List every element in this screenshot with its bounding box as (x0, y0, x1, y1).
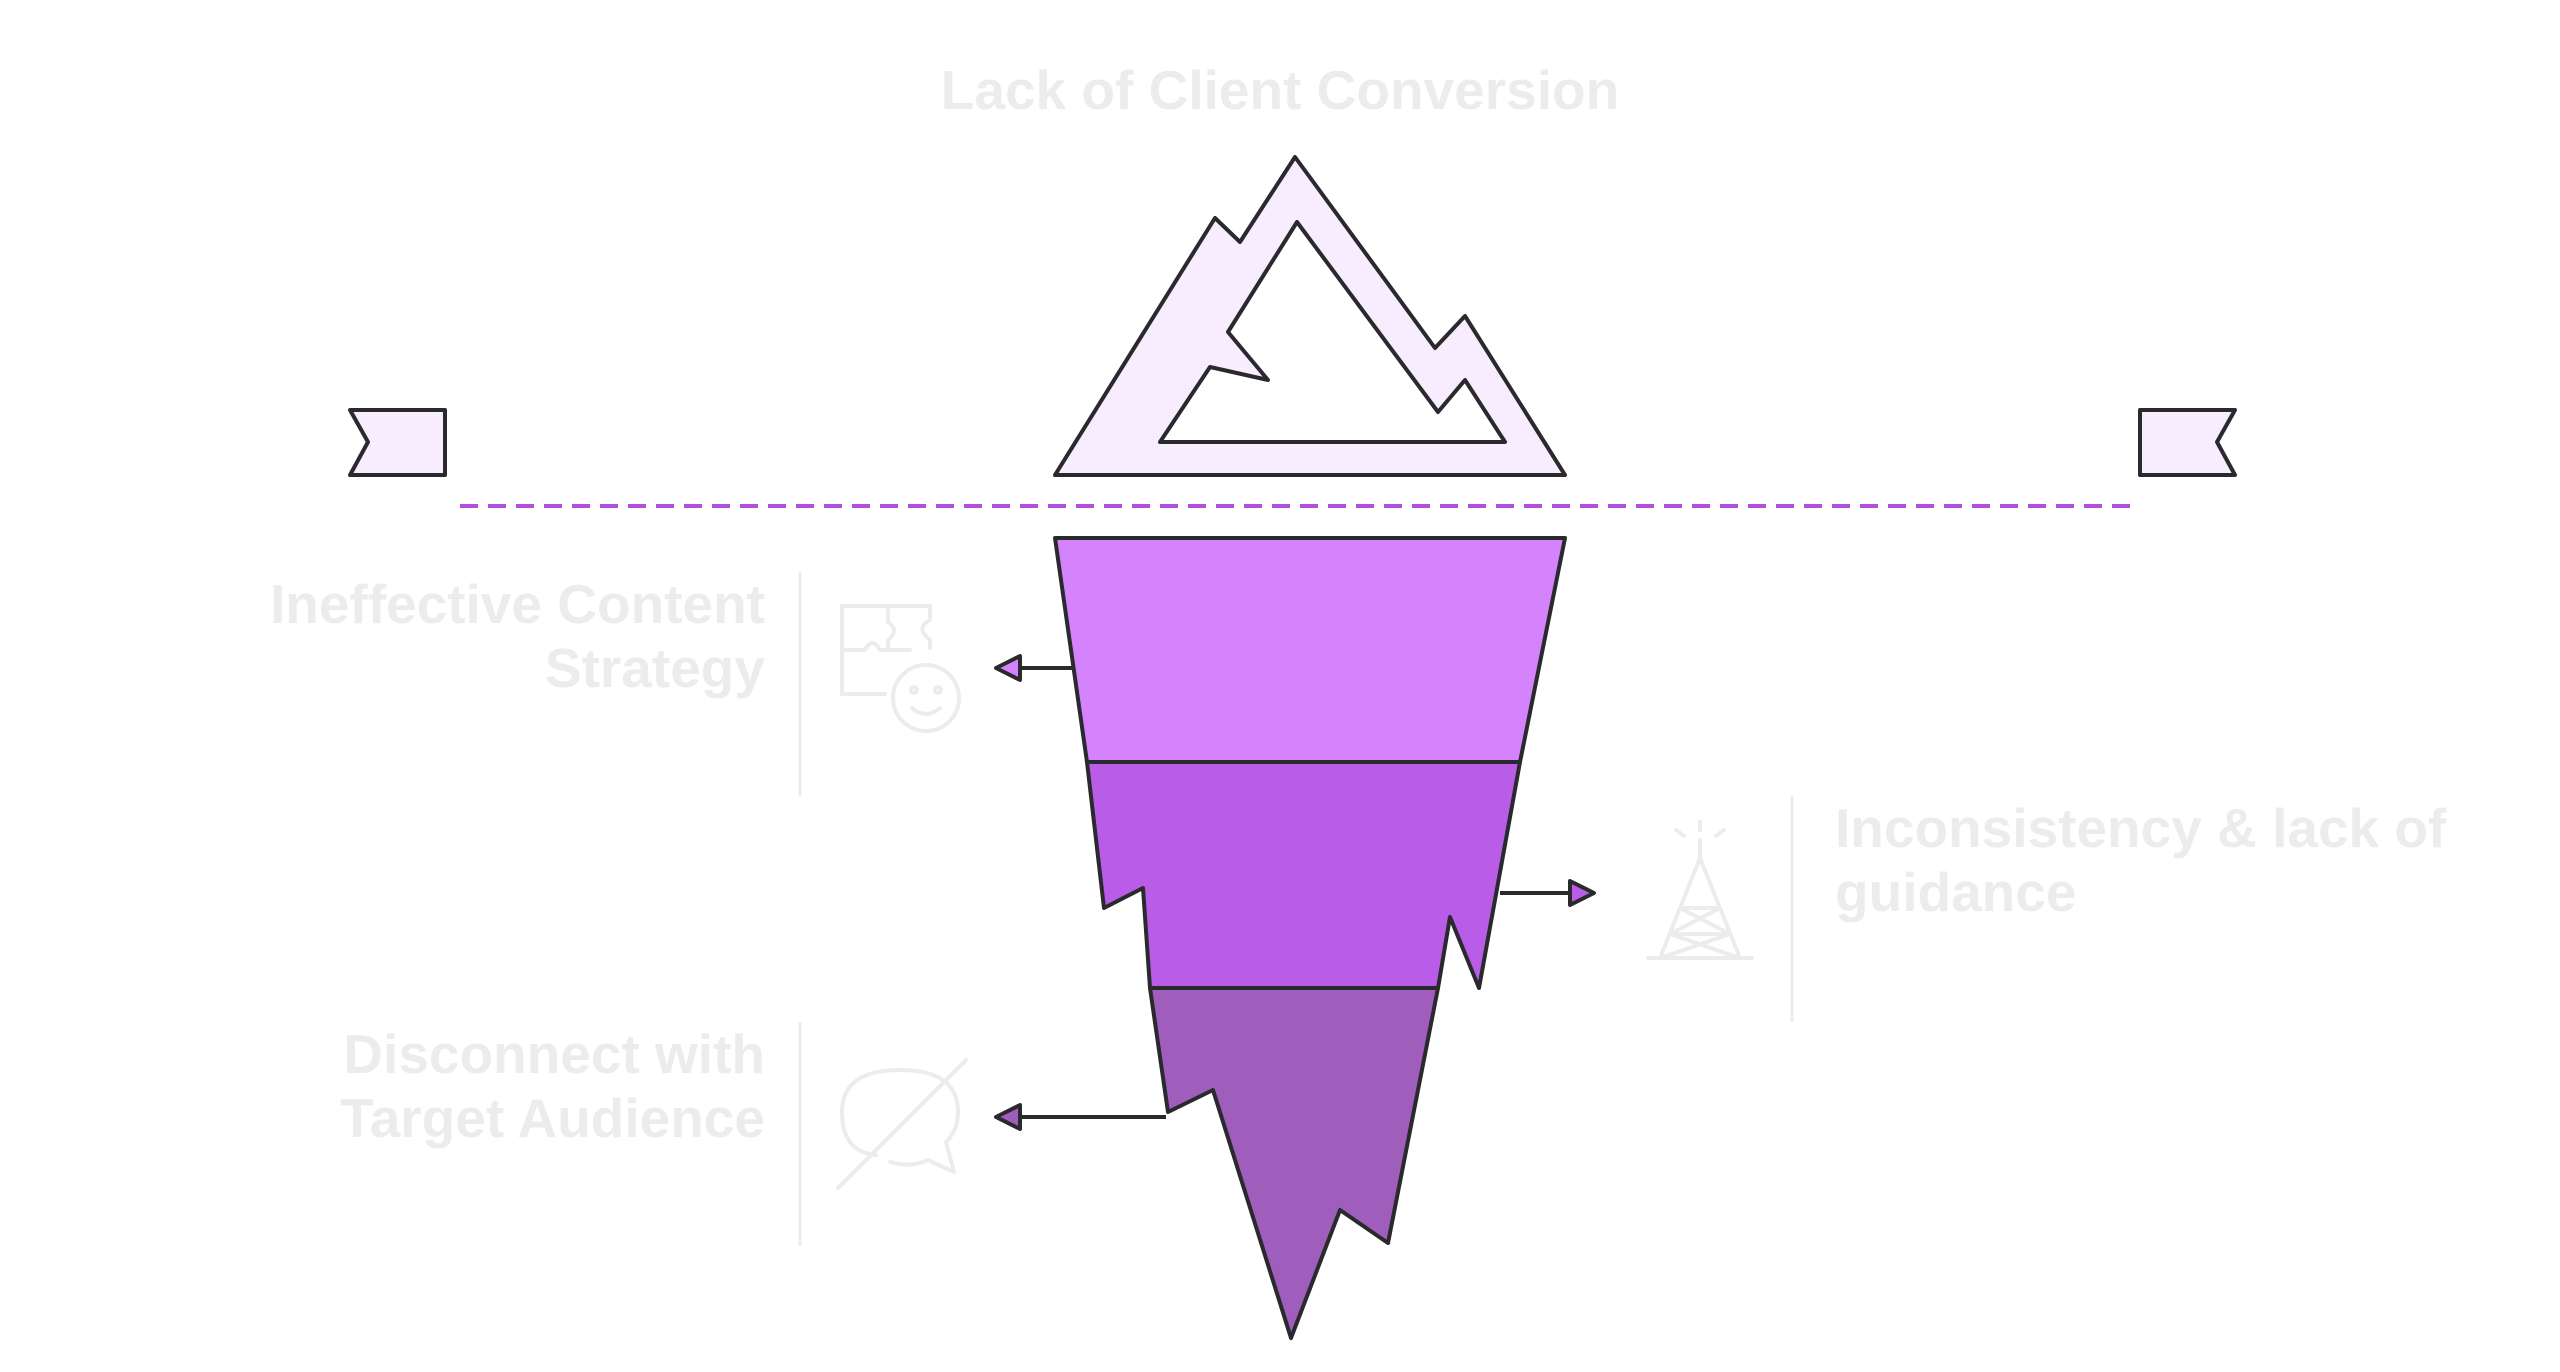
signal-tower-icon (1646, 820, 1754, 960)
layer-2-label: Inconsistency & lack of guidance (1835, 797, 2447, 923)
iceberg-layer-2 (1085, 760, 1522, 990)
left-waterline-flag (348, 408, 447, 477)
diagram-title: Lack of Client Conversion (940, 59, 1620, 121)
layer-3-label: Disconnect with Target Audience (340, 1023, 765, 1149)
puzzle-face-icon (840, 604, 961, 733)
right-waterline-flag (2138, 408, 2237, 477)
arrow-layer-1 (994, 654, 1074, 682)
no-speech-bubble-icon (836, 1058, 968, 1190)
iceberg-layer-1 (1053, 536, 1567, 764)
arrow-layer-2 (1500, 879, 1596, 907)
iceberg-layer-3 (1148, 986, 1440, 1340)
arrow-layer-3 (994, 1103, 1166, 1131)
iceberg-tip (1053, 155, 1567, 477)
layer-1-label: Ineffective Content Strategy (269, 573, 765, 699)
